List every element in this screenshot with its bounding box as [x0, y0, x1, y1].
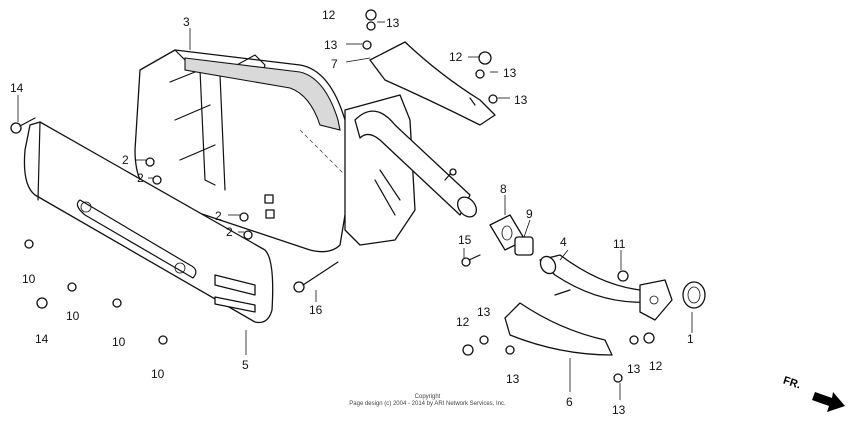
callout-13-bottom: 13 [612, 403, 626, 417]
callout-13-right-b: 13 [514, 93, 528, 107]
copyright-text: Page design (c) 2004 - 2014 by ARI Netwo… [349, 401, 506, 407]
callout-14-upper: 14 [10, 81, 24, 95]
washer-13-lower-mid [505, 345, 515, 355]
callout-13-lower-mid: 13 [506, 372, 520, 386]
callout-13-upper: 13 [324, 38, 338, 52]
bolt-15 [461, 257, 471, 267]
upper-pipe-protector [369, 41, 496, 126]
bolt-10-a [24, 239, 34, 249]
muffler-heat-shield [23, 121, 274, 324]
exhaust-pipe [539, 254, 673, 321]
bolt-16 [293, 281, 305, 293]
nut-12-lower-right [643, 332, 655, 344]
bolt-10-d [158, 335, 168, 345]
callout-labels: 3 12 13 13 7 12 13 13 14 2 2 2 2 8 9 4 1… [10, 8, 694, 417]
callout-2-d: 2 [226, 225, 233, 239]
stud-a [264, 194, 274, 204]
callout-13-top: 13 [386, 16, 400, 30]
callout-12-lower-right: 12 [649, 359, 663, 373]
lower-pipe-protector [504, 302, 613, 356]
callout-8: 8 [500, 182, 507, 196]
callout-10-c: 10 [112, 335, 126, 349]
callout-12-right: 12 [449, 50, 463, 64]
callout-6: 6 [566, 395, 573, 409]
washer-13-lower-right [629, 335, 639, 345]
callout-10-b: 10 [66, 309, 80, 323]
callout-2-c: 2 [215, 209, 222, 223]
callout-10-d: 10 [151, 367, 165, 381]
copyright-title: Copyright [414, 394, 441, 400]
callout-4: 4 [560, 235, 567, 249]
callout-5: 5 [242, 358, 249, 372]
fasteners [10, 9, 655, 383]
callout-12-lower-left: 12 [456, 315, 470, 329]
callout-13-lower-left: 13 [477, 305, 491, 319]
callout-10-a: 10 [22, 272, 36, 286]
callout-14-lower: 14 [35, 332, 49, 346]
bolt-14-lower [36, 297, 48, 309]
callout-15: 15 [458, 233, 472, 247]
front-direction-arrow-icon [812, 392, 845, 412]
washer-13-top [366, 21, 376, 31]
nut-2-d [243, 230, 253, 240]
washer-13-lower-left [479, 335, 489, 345]
callout-7: 7 [331, 57, 338, 71]
muffler-inlet-pipe [354, 110, 478, 218]
washer-13-right-a [475, 69, 485, 79]
callout-2-b: 2 [137, 171, 144, 185]
callout-9: 9 [526, 207, 533, 221]
callout-11: 11 [613, 237, 626, 251]
stud-b [265, 209, 275, 219]
callout-16: 16 [309, 303, 323, 317]
callout-3: 3 [183, 15, 190, 29]
callout-13-lower-right: 13 [627, 362, 641, 376]
bolt-14-upper [10, 122, 22, 134]
callout-1: 1 [687, 332, 694, 346]
exhaust-gasket [682, 281, 706, 309]
callout-13-right-a: 13 [503, 66, 517, 80]
leader-lines [17, 21, 693, 400]
washer-13-bottom [613, 373, 623, 383]
exhaust-collar [514, 236, 534, 256]
washer-13-right-b [488, 94, 498, 104]
nut-2-a [145, 157, 155, 167]
nut-11 [617, 270, 629, 282]
nut-12-right [478, 51, 492, 65]
washer-13-upper [362, 40, 372, 50]
callout-12-top: 12 [322, 8, 336, 22]
bolt-10-b [67, 282, 77, 292]
copyright-notice: Copyright Page design (c) 2004 - 2014 by… [320, 394, 535, 408]
bolt-10-c [112, 298, 122, 308]
nut-2-b [152, 175, 162, 185]
nut-12-lower-left [462, 344, 474, 356]
muffler-body [134, 49, 355, 253]
nut-2-c [239, 212, 249, 222]
callout-2-a: 2 [122, 153, 129, 167]
nut-12-top [365, 9, 377, 21]
